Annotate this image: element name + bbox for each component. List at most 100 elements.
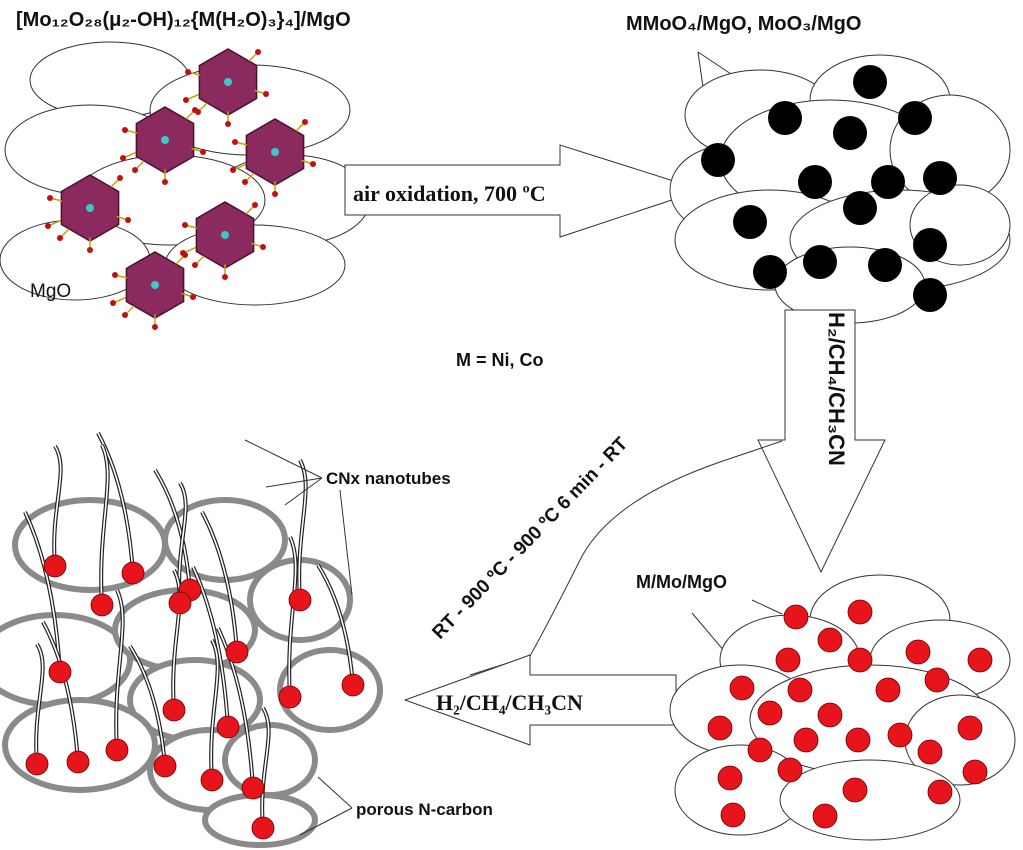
catalyst-particle [225,640,249,664]
nanotube-core [261,707,270,829]
metal-particle [967,647,993,673]
oxidation-step-label: air oxidation, 700 ºC [353,181,546,206]
oxygen-atom [117,175,123,181]
catalyst-particle [200,768,224,792]
catalyst-particle [288,588,312,612]
metal-particle [924,667,950,693]
oxidation-arrow [344,144,704,238]
oxygen-atom [192,107,198,113]
oxygen-atom [230,167,236,173]
cnx-nanotubes [23,432,355,829]
metal-particle [747,737,773,763]
oxygen-atom [310,161,316,167]
nanotubes-pointer-lines [244,439,353,596]
porous-pointer-lines [299,776,353,836]
carbon-shell [277,647,383,733]
metal-particle [962,759,988,785]
metal-particle [793,727,819,753]
oxide-particles [701,65,957,312]
oxygen-atom [302,119,308,125]
metal-particle [783,604,809,630]
oxide-particle [868,248,902,282]
oxygen-atom [242,179,248,185]
oxide-particle [833,116,867,150]
oxygen-atom [182,222,188,228]
oxide-particle [923,161,957,195]
oxygen-atom [222,274,228,280]
oxygen-atom [112,272,118,278]
porous-carbon-label: porous N-carbon [356,800,493,819]
oxygen-atom [45,223,51,229]
oxide-particle [733,205,767,239]
oxygen-atom [120,155,126,161]
oxygen-atom [190,294,196,300]
catalyst-particle [105,738,129,762]
catalyst-particle [251,816,275,840]
metal-particle [847,647,873,673]
metal-particles [707,599,993,829]
oxide-label: MMoO₄/MgO, MoO₃/MgO [626,13,861,35]
metal-center [224,78,232,86]
oxygen-atom [125,217,131,223]
metal-particle [957,715,983,741]
growth-arrow [403,654,677,746]
metal-particle [887,722,913,748]
oxide-particle [753,255,787,289]
mgo-support-oxide [669,54,1011,324]
metal-particle [927,779,953,805]
catalyst-particle [121,561,145,585]
oxygen-atom [272,191,278,197]
oxygen-atom [122,312,128,318]
oxygen-atom [152,324,158,330]
oxygen-atom [132,167,138,173]
oxygen-atom [252,202,258,208]
nanotube-core [172,569,181,711]
oxide-particle [798,165,832,199]
catalyst-particle [162,698,186,722]
metal-particle [905,639,931,665]
nanotube-core [217,627,254,789]
oxide-particle [768,101,802,135]
nanotube-core [115,589,124,751]
oxygen-atom [183,97,189,103]
metal-particle [817,702,843,728]
reduction-arrow [757,309,886,574]
metal-particle [777,757,803,783]
carbon-shell [0,612,133,708]
metal-particle [917,739,943,765]
oxygen-atom [87,247,93,253]
catalyst-particle [25,752,49,776]
catalyst-particle [153,754,177,778]
oxide-particle [913,228,947,262]
metal-particle [812,803,838,829]
metal-definition: M = Ni, Co [456,350,544,370]
nanotube-core [35,643,44,765]
metal-particle [845,727,871,753]
metal-particle [875,677,901,703]
catalyst-particle [43,554,67,578]
metal-center [151,281,159,289]
metal-center [221,231,229,239]
nanotube-core [298,459,307,601]
oxygen-atom [182,252,188,258]
reduction-step-label: H₂/CH₄/CH₃CN [824,312,849,466]
reduced-label: M/Mo/MgO [636,572,727,592]
metal-particle [707,715,733,741]
oxygen-atom [192,262,198,268]
oxide-particle [913,278,947,312]
oxide-particle [853,65,887,99]
mgo-label: MgO [30,281,71,302]
oxide-particle [898,101,932,135]
catalyst-particle [278,685,302,709]
metal-particle [757,700,783,726]
catalyst-particles [25,554,365,840]
metal-center [161,136,169,144]
catalyst-particle [48,660,72,684]
nanotube-core [201,511,238,653]
precursor-label: [Mo₁₂O₂₈(μ₂-OH)₁₂{M(H₂O)₃}₄]/MgO [16,9,351,31]
catalyst-particle [241,776,265,800]
oxygen-atom [225,121,231,127]
metal-particle [775,647,801,673]
